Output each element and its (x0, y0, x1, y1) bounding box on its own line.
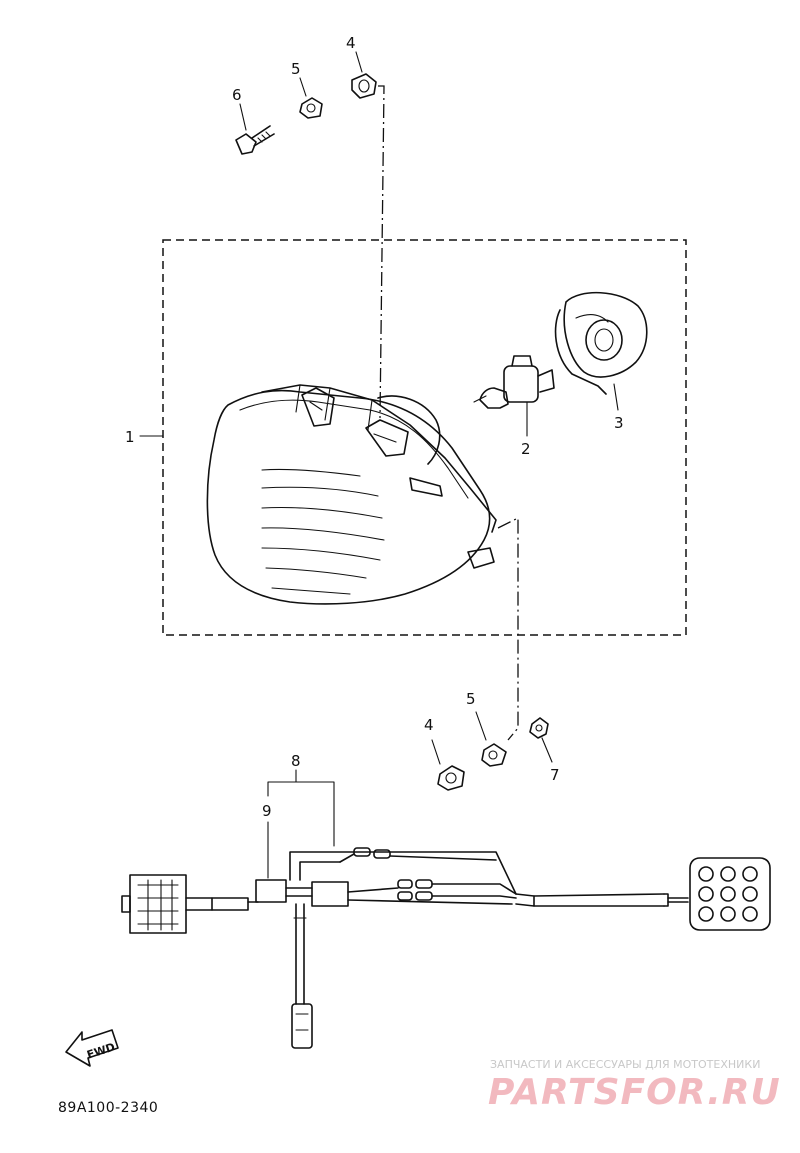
assembly-boundary (162, 239, 687, 636)
callout-3: 3 (614, 414, 624, 432)
bulb-part (473, 355, 555, 409)
callout-4-bottom: 4 (424, 716, 434, 734)
callout-1: 1 (125, 428, 135, 446)
callout-2: 2 (521, 440, 531, 458)
nut-part (529, 717, 549, 739)
bulb-cover-part (554, 291, 648, 395)
callout-7: 7 (550, 766, 560, 784)
grommet-bottom-part (437, 765, 465, 791)
callout-5-bottom: 5 (466, 690, 476, 708)
callout-9: 9 (262, 802, 272, 820)
collar-bottom-part (481, 743, 507, 767)
fwd-arrow-icon: FWD (65, 1029, 119, 1067)
watermark-brand: PARTSFOR.RU (488, 1072, 781, 1113)
callout-5-top: 5 (291, 60, 301, 78)
callout-8: 8 (291, 752, 301, 770)
bolt-part (235, 125, 275, 155)
diagram-code: 89A100-2340 (58, 1100, 158, 1116)
headlight-unit (206, 384, 497, 605)
collar-top-part (299, 97, 323, 119)
callout-4-top: 4 (346, 34, 356, 52)
callout-6: 6 (232, 86, 242, 104)
grommet-top-part (351, 73, 377, 99)
watermark-tagline: ЗАПЧАСТИ И АКСЕССУАРЫ ДЛЯ МОТОТЕХНИКИ (490, 1058, 760, 1071)
fwd-label: FWD (85, 1040, 116, 1061)
wire-harness (121, 847, 771, 1049)
